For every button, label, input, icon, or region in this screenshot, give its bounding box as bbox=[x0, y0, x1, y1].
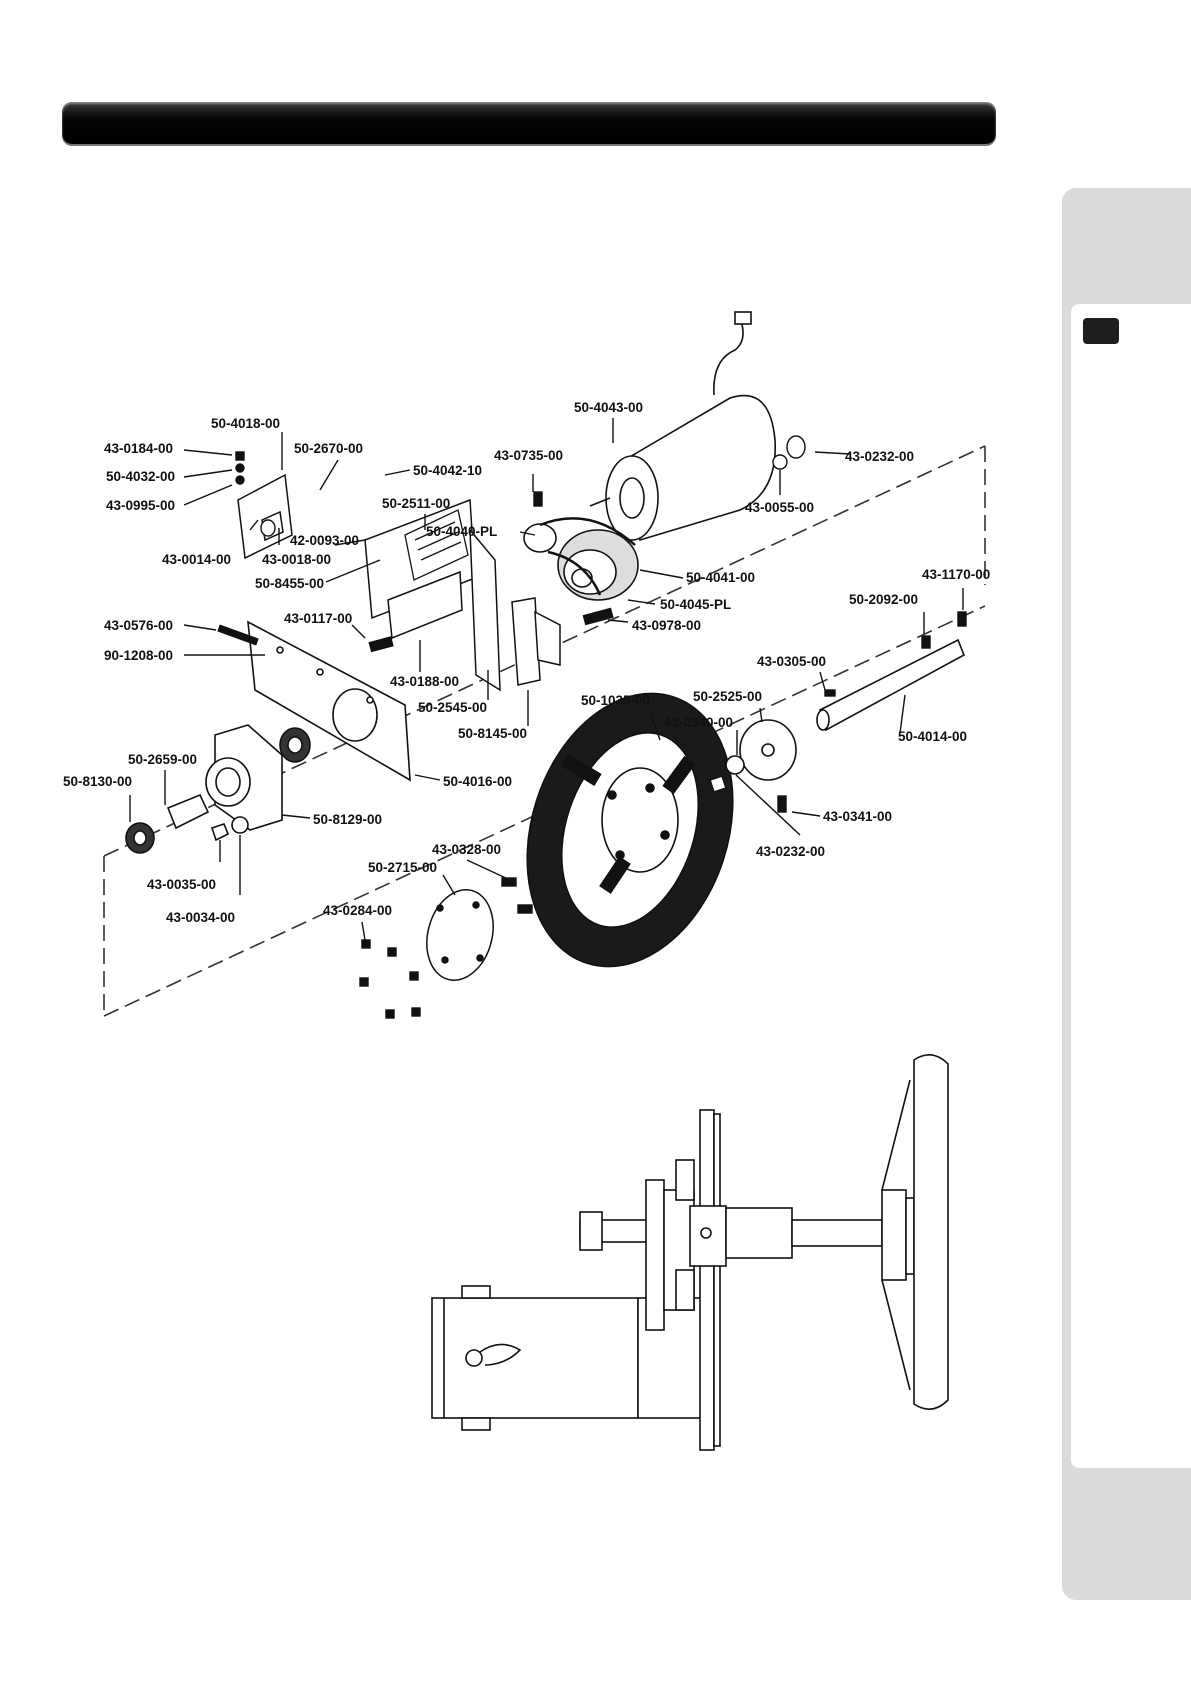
part-label: 43-0328-00 bbox=[432, 842, 501, 857]
part-label: 50-4016-00 bbox=[443, 774, 512, 789]
part-label: 43-0014-00 bbox=[162, 552, 231, 567]
part-label: 50-2092-00 bbox=[849, 592, 918, 607]
steering-wheel bbox=[526, 692, 734, 968]
part-label: 50-2670-00 bbox=[294, 441, 363, 456]
side-view-assembly bbox=[431, 1054, 949, 1451]
part-label: 43-0055-00 bbox=[745, 500, 814, 515]
part-label: 43-0188-00 bbox=[390, 674, 459, 689]
part-label: 50-8145-00 bbox=[458, 726, 527, 741]
hub-and-shaft bbox=[708, 638, 966, 794]
part-label: 50-8129-00 bbox=[313, 812, 382, 827]
part-label: 43-0978-00 bbox=[632, 618, 701, 633]
part-label: 43-0305-00 bbox=[757, 654, 826, 669]
part-label: 50-4018-00 bbox=[211, 416, 280, 431]
horn-cap bbox=[426, 889, 494, 981]
part-label: 50-4014-00 bbox=[898, 729, 967, 744]
part-label: 50-4041-00 bbox=[686, 570, 755, 585]
part-label: 50-2545-00 bbox=[418, 700, 487, 715]
part-label: 50-8130-00 bbox=[63, 774, 132, 789]
part-label: 43-0034-00 bbox=[166, 910, 235, 925]
part-label: 43-0232-00 bbox=[845, 449, 914, 464]
part-label: 90-1208-00 bbox=[104, 648, 173, 663]
side-tab-top bbox=[1062, 188, 1191, 298]
part-label: 43-0735-00 bbox=[494, 448, 563, 463]
part-number-labels: 50-4018-00 43-0184-00 50-2670-00 50-4032… bbox=[63, 400, 990, 925]
part-label: 43-0117-00 bbox=[284, 611, 352, 626]
part-label: 43-0995-00 bbox=[106, 498, 175, 513]
side-tab-inner bbox=[1071, 304, 1191, 1468]
pillow-block bbox=[511, 597, 561, 686]
belt-and-pulleys bbox=[523, 517, 639, 601]
part-label: 50-8455-00 bbox=[255, 576, 324, 591]
part-label: 50-1035-00 bbox=[581, 693, 650, 708]
part-label: 43-0284-00 bbox=[323, 903, 392, 918]
part-label: 50-4045-PL bbox=[660, 597, 731, 612]
circuit-board bbox=[404, 509, 469, 581]
part-label: 43-0018-00 bbox=[262, 552, 331, 567]
section-title-bar bbox=[62, 102, 996, 144]
leader-lines bbox=[129, 418, 964, 941]
part-label: 50-2511-00 bbox=[382, 496, 450, 511]
part-label: 50-4043-00 bbox=[574, 400, 643, 415]
shaft-spacer-and-bearing bbox=[125, 793, 249, 854]
bearing-housing bbox=[205, 724, 311, 831]
part-label: 50-2715-00 bbox=[368, 860, 437, 875]
part-label: 42-0093-00 bbox=[290, 533, 359, 548]
chapter-tab-marker bbox=[1083, 318, 1119, 344]
part-label: 43-0035-00 bbox=[147, 877, 216, 892]
part-label: 50-2659-00 bbox=[128, 752, 197, 767]
part-label: 43-0340-00 bbox=[664, 715, 733, 730]
part-label: 43-1170-00 bbox=[922, 567, 990, 582]
main-mount-plate bbox=[247, 620, 411, 782]
part-label: 43-0184-00 bbox=[104, 441, 173, 456]
part-label: 43-0341-00 bbox=[823, 809, 892, 824]
part-label: 50-4032-00 bbox=[106, 469, 175, 484]
part-label: 43-0232-00 bbox=[756, 844, 825, 859]
part-label: 50-4040-PL bbox=[426, 524, 497, 539]
screws bbox=[217, 435, 967, 1019]
motor bbox=[589, 311, 776, 542]
side-tab-bottom bbox=[1062, 1472, 1191, 1600]
part-label: 50-2525-00 bbox=[693, 689, 762, 704]
part-label: 50-4042-10 bbox=[413, 463, 482, 478]
part-label: 43-0576-00 bbox=[104, 618, 173, 633]
